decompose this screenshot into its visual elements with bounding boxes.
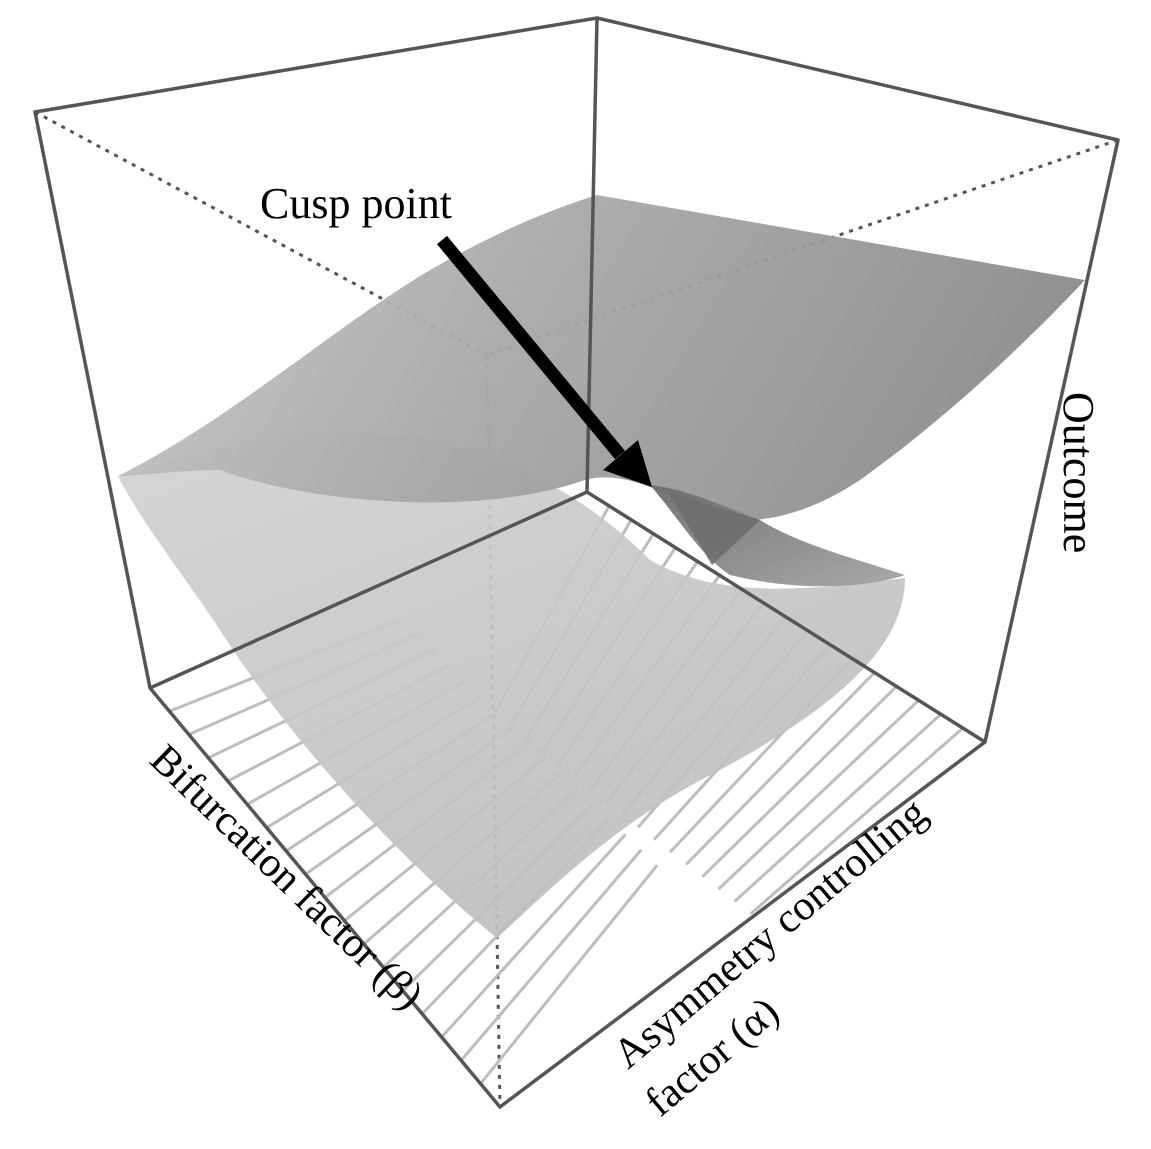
cusp-point-label: Cusp point [260,179,452,228]
floor-line [459,848,643,1062]
cusp-arrow [436,235,652,487]
outcome-axis-label: Outcome [1054,392,1103,553]
floor-line [733,713,942,903]
floor-line [717,699,920,891]
floor-line [701,685,898,878]
floor-line [749,726,964,916]
surface-lower-sheet [118,432,905,938]
surface-fold-dark [668,492,760,565]
floor-line [440,833,627,1039]
surface-upper-sheet [118,195,1085,520]
floor-line [479,864,659,1085]
floor-line [685,671,876,866]
